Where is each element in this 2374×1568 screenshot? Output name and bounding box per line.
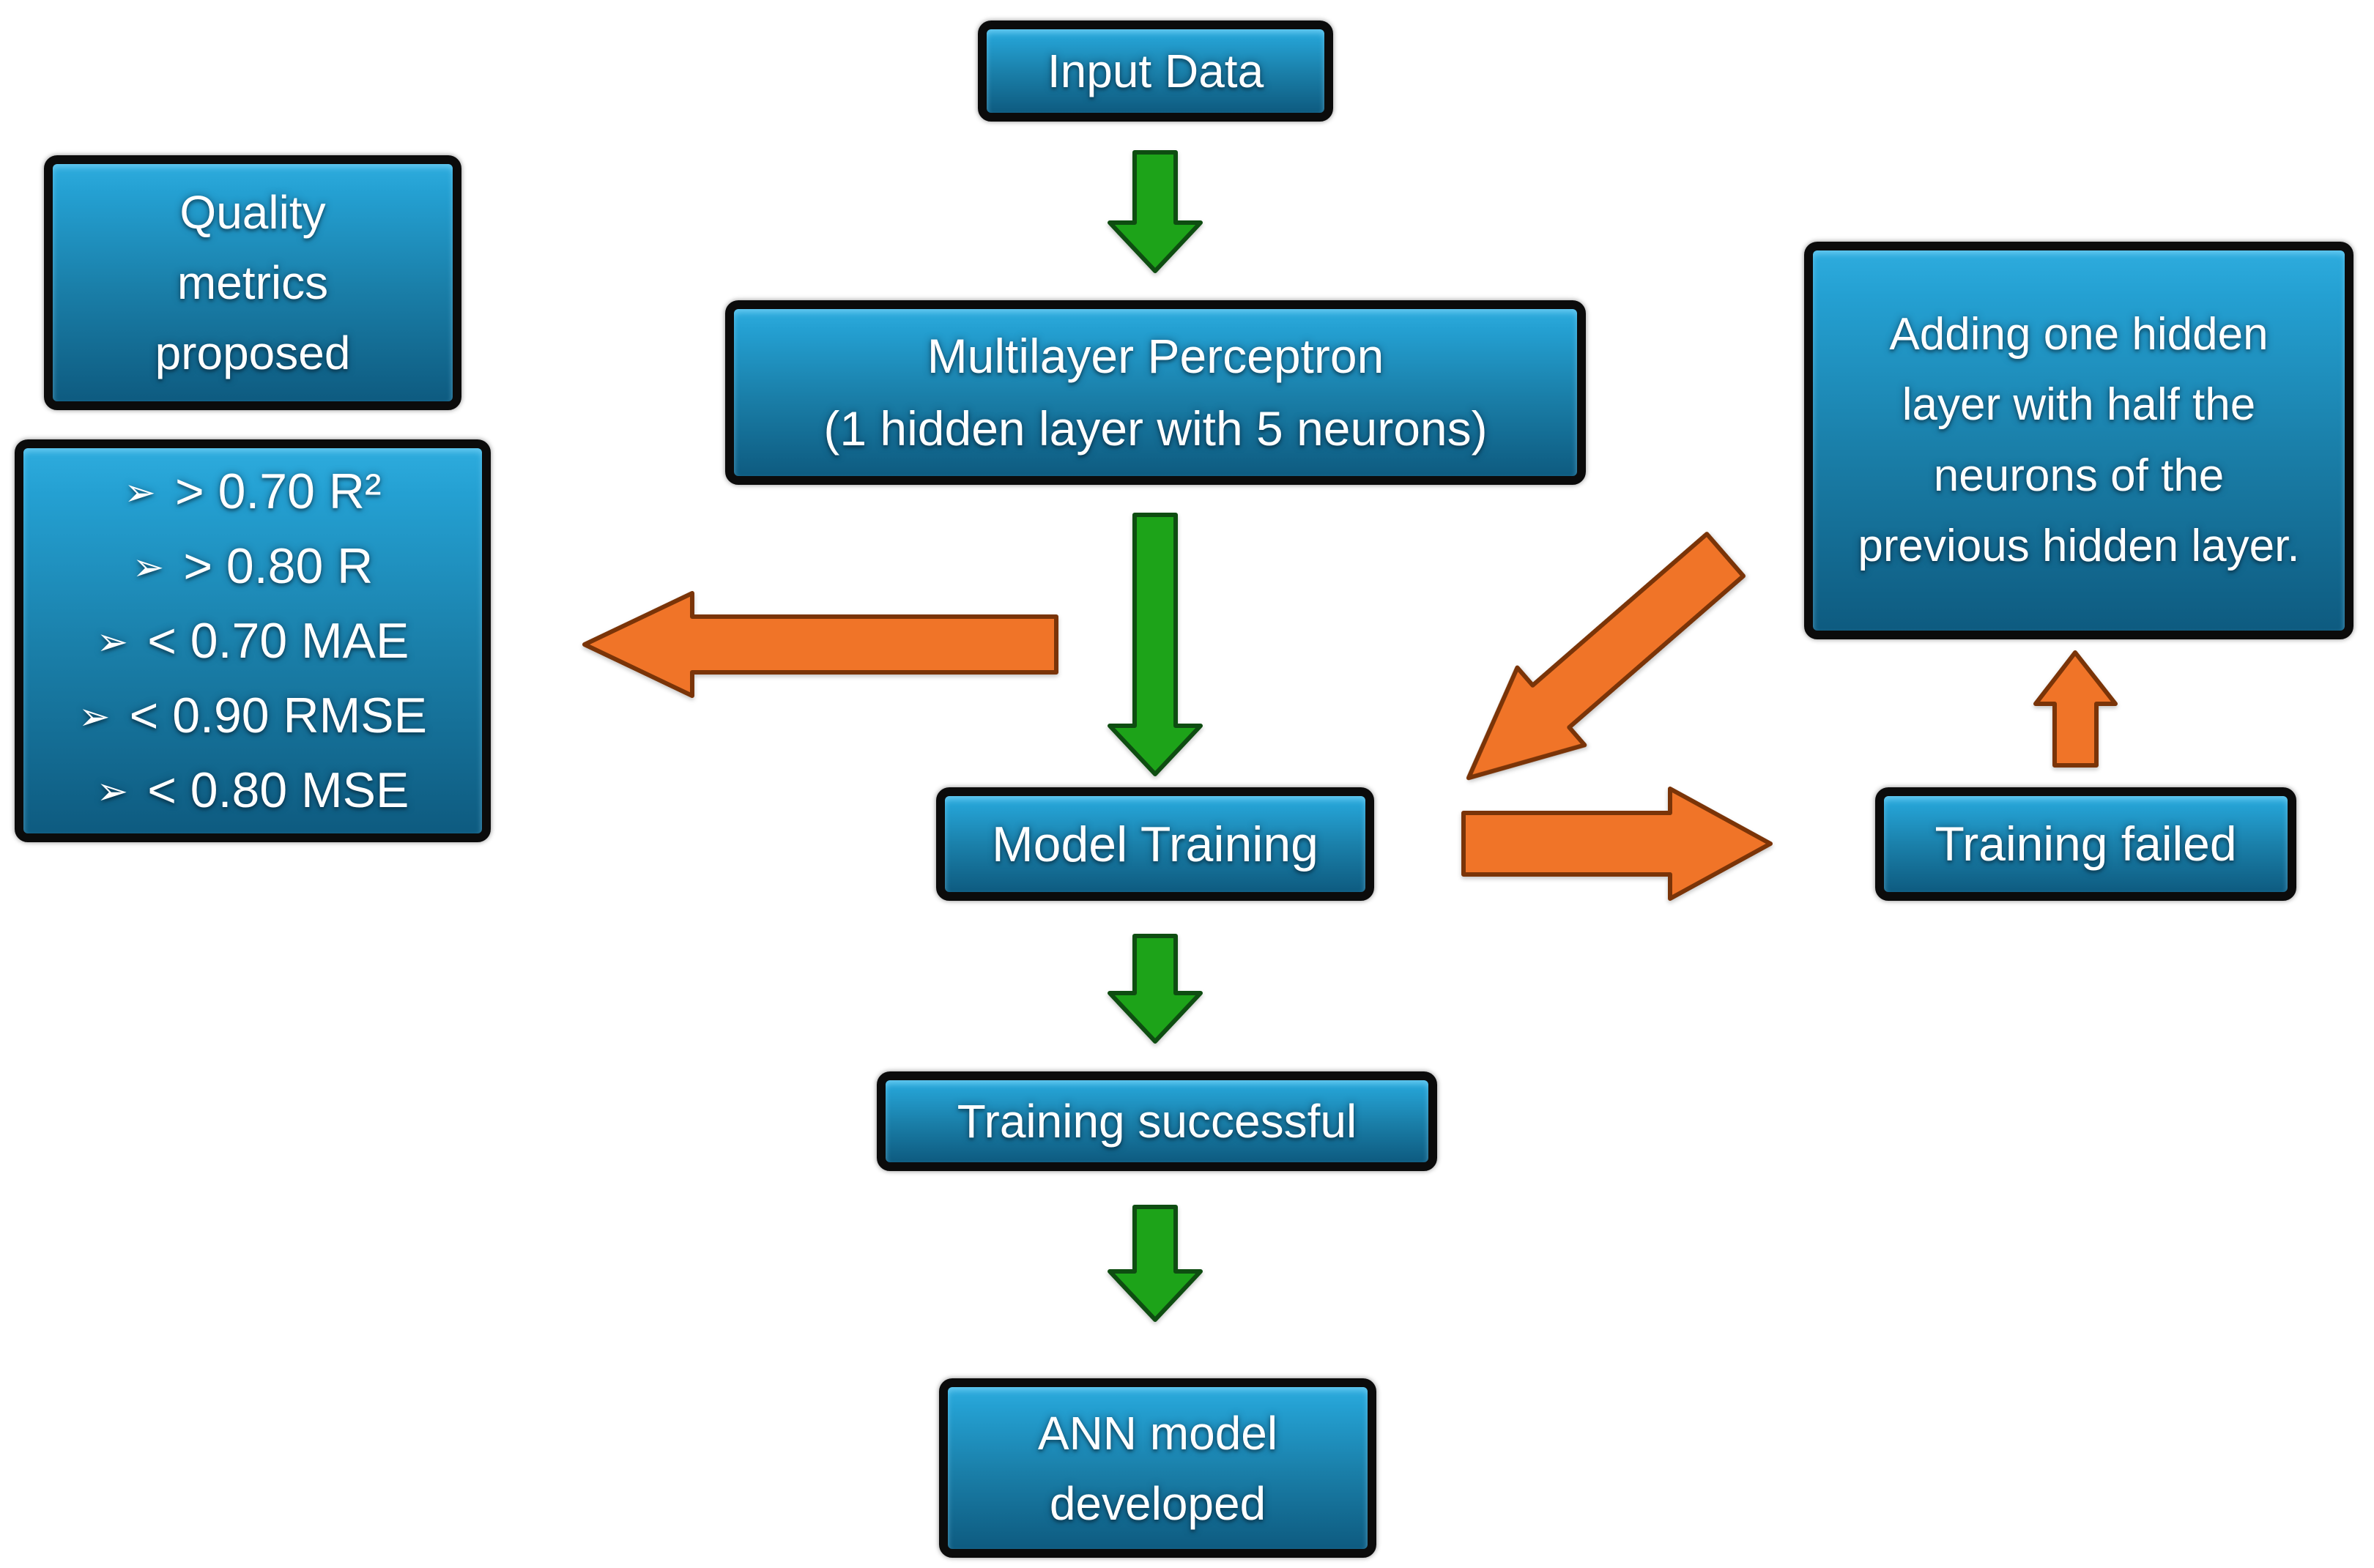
arrowhead-bullet-icon: ➢ xyxy=(78,696,111,738)
node-quality-metrics-label: Quality metrics proposed xyxy=(155,186,351,379)
orange-right-arrow-model-training-to-training-failed xyxy=(1461,787,1773,901)
node-adding-hidden-layer-label: Adding one hidden layer with half the ne… xyxy=(1858,309,2300,571)
criteria-item: ➢ > 0.70 R² xyxy=(124,454,381,529)
node-model-training-label: Model Training xyxy=(991,816,1319,872)
arrowhead-bullet-icon: ➢ xyxy=(132,546,165,589)
node-input-data: Input Data xyxy=(978,21,1333,122)
node-quality-metrics: Quality metrics proposed xyxy=(44,155,461,410)
node-adding-hidden-layer: Adding one hidden layer with half the ne… xyxy=(1804,242,2353,639)
arrowhead-bullet-icon: ➢ xyxy=(124,472,156,514)
node-mlp-label-line1: Multilayer Perceptron xyxy=(927,329,1384,383)
orange-diagonal-arrow-adding-layer-to-model-training xyxy=(1466,532,1746,781)
node-model-training: Model Training xyxy=(936,787,1374,901)
criteria-item: ➢ > 0.80 R xyxy=(133,529,374,603)
orange-up-arrow-training-failed-to-adding-layer xyxy=(2033,650,2118,768)
green-down-arrow-training-successful-to-ann-model xyxy=(1108,1205,1203,1322)
node-mlp-label-line2: (1 hidden layer with 5 neurons) xyxy=(823,401,1488,456)
green-down-arrow-mlp-to-model-training xyxy=(1108,513,1203,776)
node-training-failed-label: Training failed xyxy=(1935,817,2237,871)
node-multilayer-perceptron: Multilayer Perceptron (1 hidden layer wi… xyxy=(725,300,1586,485)
node-training-successful: Training successful xyxy=(877,1071,1437,1171)
criteria-item-text: < 0.90 RMSE xyxy=(129,688,427,743)
criteria-item: ➢ < 0.90 RMSE xyxy=(78,678,427,753)
node-ann-model-developed: ANN model developed xyxy=(939,1378,1376,1558)
criteria-item-text: < 0.70 MAE xyxy=(147,613,409,669)
green-down-arrow-model-training-to-training-successful xyxy=(1108,934,1203,1044)
node-training-failed: Training failed xyxy=(1875,787,2296,901)
criteria-item: ➢ < 0.70 MAE xyxy=(97,603,409,678)
criteria-item-text: < 0.80 MSE xyxy=(147,762,409,818)
green-down-arrow-input-to-mlp xyxy=(1108,150,1203,273)
criteria-item: ➢ < 0.80 MSE xyxy=(97,753,409,828)
arrowhead-bullet-icon: ➢ xyxy=(96,770,129,813)
criteria-item-text: > 0.80 R xyxy=(183,538,374,594)
orange-left-arrow-to-quality-criteria xyxy=(582,591,1058,698)
node-input-data-label: Input Data xyxy=(1047,45,1264,97)
arrowhead-bullet-icon: ➢ xyxy=(96,621,129,664)
node-quality-criteria: ➢ > 0.70 R² ➢ > 0.80 R ➢ < 0.70 MAE ➢ < … xyxy=(15,439,491,842)
node-ann-model-developed-label: ANN model developed xyxy=(1037,1406,1278,1530)
node-training-successful-label: Training successful xyxy=(957,1095,1357,1148)
criteria-item-text: > 0.70 R² xyxy=(174,464,382,519)
